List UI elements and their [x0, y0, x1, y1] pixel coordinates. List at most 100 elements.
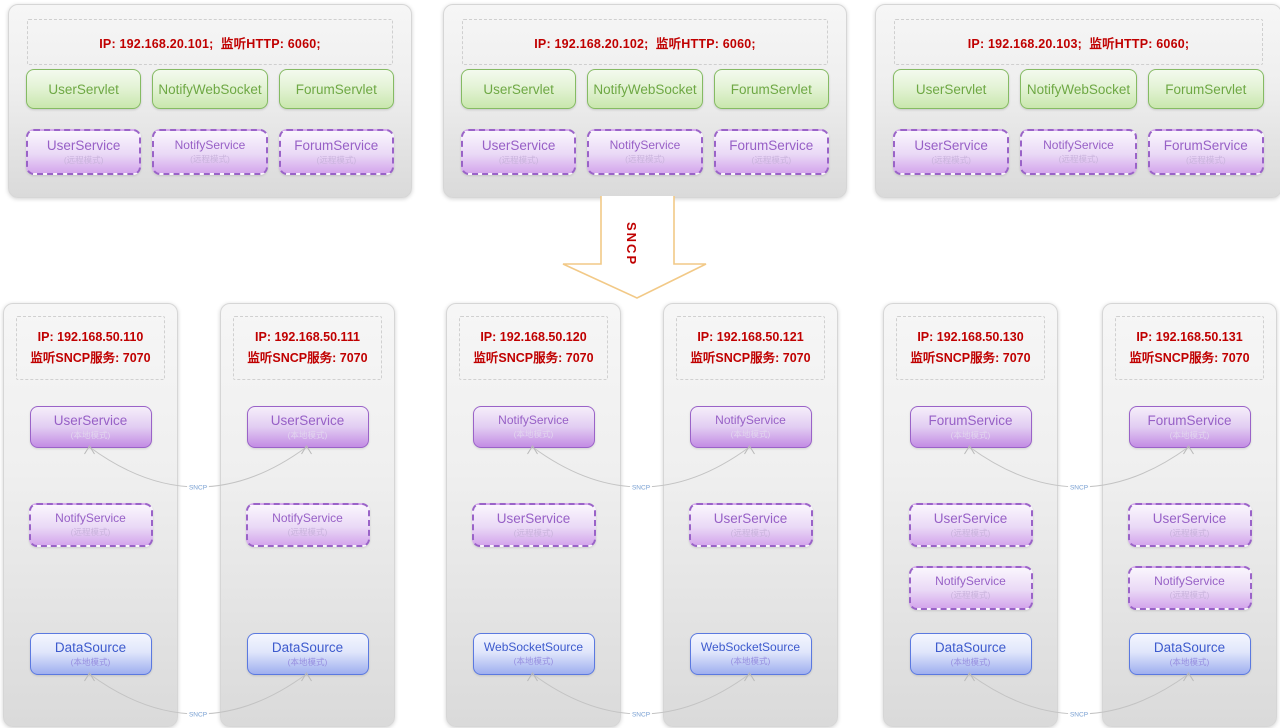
servlet-box-userservlet: UserServlet	[26, 69, 142, 109]
panel-port-line: 监听SNCP服务: 7070	[30, 351, 151, 365]
service-box-notifyservice: NotifyService(远程模式)	[28, 503, 153, 547]
panel-ip-line: IP: 192.168.50.120	[480, 330, 587, 344]
panel-ip-header: IP: 192.168.20.102; 监听HTTP: 6060;	[462, 19, 828, 65]
service-box-datasource: DataSource(本地模式)	[909, 633, 1032, 675]
service-box-forumservice: ForumService(远程模式)	[1147, 129, 1264, 175]
service-row: UserService(远程模式)NotifyService(远程模式)Foru…	[26, 129, 394, 175]
panel-port-line: 监听SNCP服务: 7070	[690, 351, 811, 365]
service-box-userservice: UserService(远程模式)	[26, 129, 142, 175]
service-name: UserService	[270, 413, 345, 429]
service-mode-label: (本地模式)	[1169, 429, 1210, 440]
service-box-userservice: UserService(远程模式)	[471, 503, 596, 547]
service-mode-label: (远程模式)	[730, 527, 771, 538]
service-box-datasource: DataSource(本地模式)	[246, 633, 369, 675]
service-name: NotifyService	[1154, 574, 1225, 589]
servlet-box-notifywebsocket: NotifyWebSocket	[587, 69, 703, 109]
service-mode-label: (本地模式)	[70, 429, 111, 440]
servlet-box-forumservlet: ForumServlet	[278, 69, 394, 109]
service-name: UserService	[713, 511, 788, 527]
service-box-datasource: DataSource(本地模式)	[1128, 633, 1251, 675]
service-box-userservice: UserService(远程模式)	[688, 503, 813, 547]
connector-label: SNCP	[1070, 712, 1088, 719]
servlet-box-forumservlet: ForumServlet	[1147, 69, 1264, 109]
service-mode-label: (远程模式)	[950, 590, 991, 601]
service-name: DataSource	[1153, 640, 1226, 656]
service-box-notifyservice: NotifyService(远程模式)	[908, 566, 1033, 610]
service-name: NotifyService	[1043, 138, 1114, 153]
service-box-notifyservice: NotifyService(远程模式)	[1020, 129, 1137, 175]
service-name: NotifyService	[272, 511, 343, 526]
service-mode-label: (远程模式)	[1169, 590, 1210, 601]
service-name: NotifyService	[935, 574, 1006, 589]
connector-label: SNCP	[632, 485, 650, 492]
service-name: DataSource	[934, 640, 1007, 656]
service-box-datasource: DataSource(本地模式)	[29, 633, 152, 675]
service-box-userservice: UserService(远程模式)	[461, 129, 577, 175]
service-name: ForumService	[294, 138, 379, 154]
service-mode-label: (本地模式)	[950, 429, 991, 440]
service-name: WebSocketSource	[700, 640, 801, 655]
service-mode-label: (本地模式)	[513, 656, 554, 667]
service-box-userservice: UserService(本地模式)	[246, 406, 369, 448]
service-name: UserService	[1152, 511, 1227, 527]
service-name: DataSource	[54, 640, 127, 656]
service-box-forumservice: ForumService(本地模式)	[1128, 406, 1251, 448]
service-name: ForumService	[928, 413, 1013, 429]
service-box-notifyservice: NotifyService(本地模式)	[472, 406, 595, 448]
service-mode-label: (远程模式)	[513, 527, 554, 538]
service-mode-label: (远程模式)	[63, 154, 104, 165]
service-mode-label: (本地模式)	[950, 656, 991, 667]
service-mode-label: (本地模式)	[287, 429, 328, 440]
service-name: UserService	[496, 511, 571, 527]
service-name: ForumService	[729, 138, 814, 154]
service-name: UserService	[481, 138, 556, 154]
panel-ip-line: IP: 192.168.50.130	[917, 330, 1024, 344]
service-box-notifyservice: NotifyService(远程模式)	[1127, 566, 1252, 610]
panel-port-line: 监听SNCP服务: 7070	[1129, 351, 1250, 365]
service-box-websocketsource: WebSocketSource(本地模式)	[472, 633, 595, 675]
service-name: NotifyService	[55, 511, 126, 526]
service-box-notifyservice: NotifyService(远程模式)	[152, 129, 268, 175]
panel-port-line: 监听SNCP服务: 7070	[910, 351, 1031, 365]
service-box-userservice: UserService(远程模式)	[893, 129, 1010, 175]
panel-port-line: 监听SNCP服务: 7070	[247, 351, 368, 365]
servlet-box-notifywebsocket: NotifyWebSocket	[1020, 69, 1137, 109]
panel-ip-line: IP: 192.168.50.111	[255, 330, 360, 344]
connector-label: SNCP	[1070, 485, 1088, 492]
service-mode-label: (远程模式)	[950, 527, 991, 538]
service-box-forumservice: ForumService(本地模式)	[909, 406, 1032, 448]
service-mode-label: (远程模式)	[931, 154, 971, 165]
service-name: UserService	[933, 511, 1008, 527]
service-box-forumservice: ForumService(远程模式)	[713, 129, 829, 175]
service-box-notifyservice: NotifyService(远程模式)	[245, 503, 370, 547]
service-mode-label: (远程模式)	[498, 154, 539, 165]
service-mode-label: (远程模式)	[1058, 154, 1099, 165]
service-name: NotifyService	[174, 138, 246, 153]
service-mode-label: (远程模式)	[1185, 154, 1226, 165]
service-name: UserService	[46, 138, 121, 154]
sncp-arrow-label: SNCP	[624, 222, 639, 267]
server-panel-node-101: IP: 192.168.20.101; 监听HTTP: 6060;UserSer…	[8, 4, 412, 198]
service-name: WebSocketSource	[483, 640, 584, 655]
service-mode-label: (本地模式)	[287, 656, 328, 667]
service-name: ForumService	[1147, 413, 1232, 429]
service-box-userservice: UserService(远程模式)	[1127, 503, 1252, 547]
service-mode-label: (远程模式)	[287, 527, 328, 538]
connector-label-bg	[1068, 483, 1090, 491]
service-box-forumservice: ForumService(远程模式)	[278, 129, 394, 175]
service-name: NotifyService	[498, 413, 569, 428]
panel-ip-line: IP: 192.168.50.131	[1136, 330, 1243, 344]
servlet-box-notifywebsocket: NotifyWebSocket	[152, 69, 268, 109]
service-row: UserService(远程模式)NotifyService(远程模式)Foru…	[893, 129, 1264, 175]
connector-label: SNCP	[632, 712, 650, 719]
service-mode-label: (本地模式)	[730, 656, 771, 667]
connector-label-bg	[630, 710, 652, 718]
